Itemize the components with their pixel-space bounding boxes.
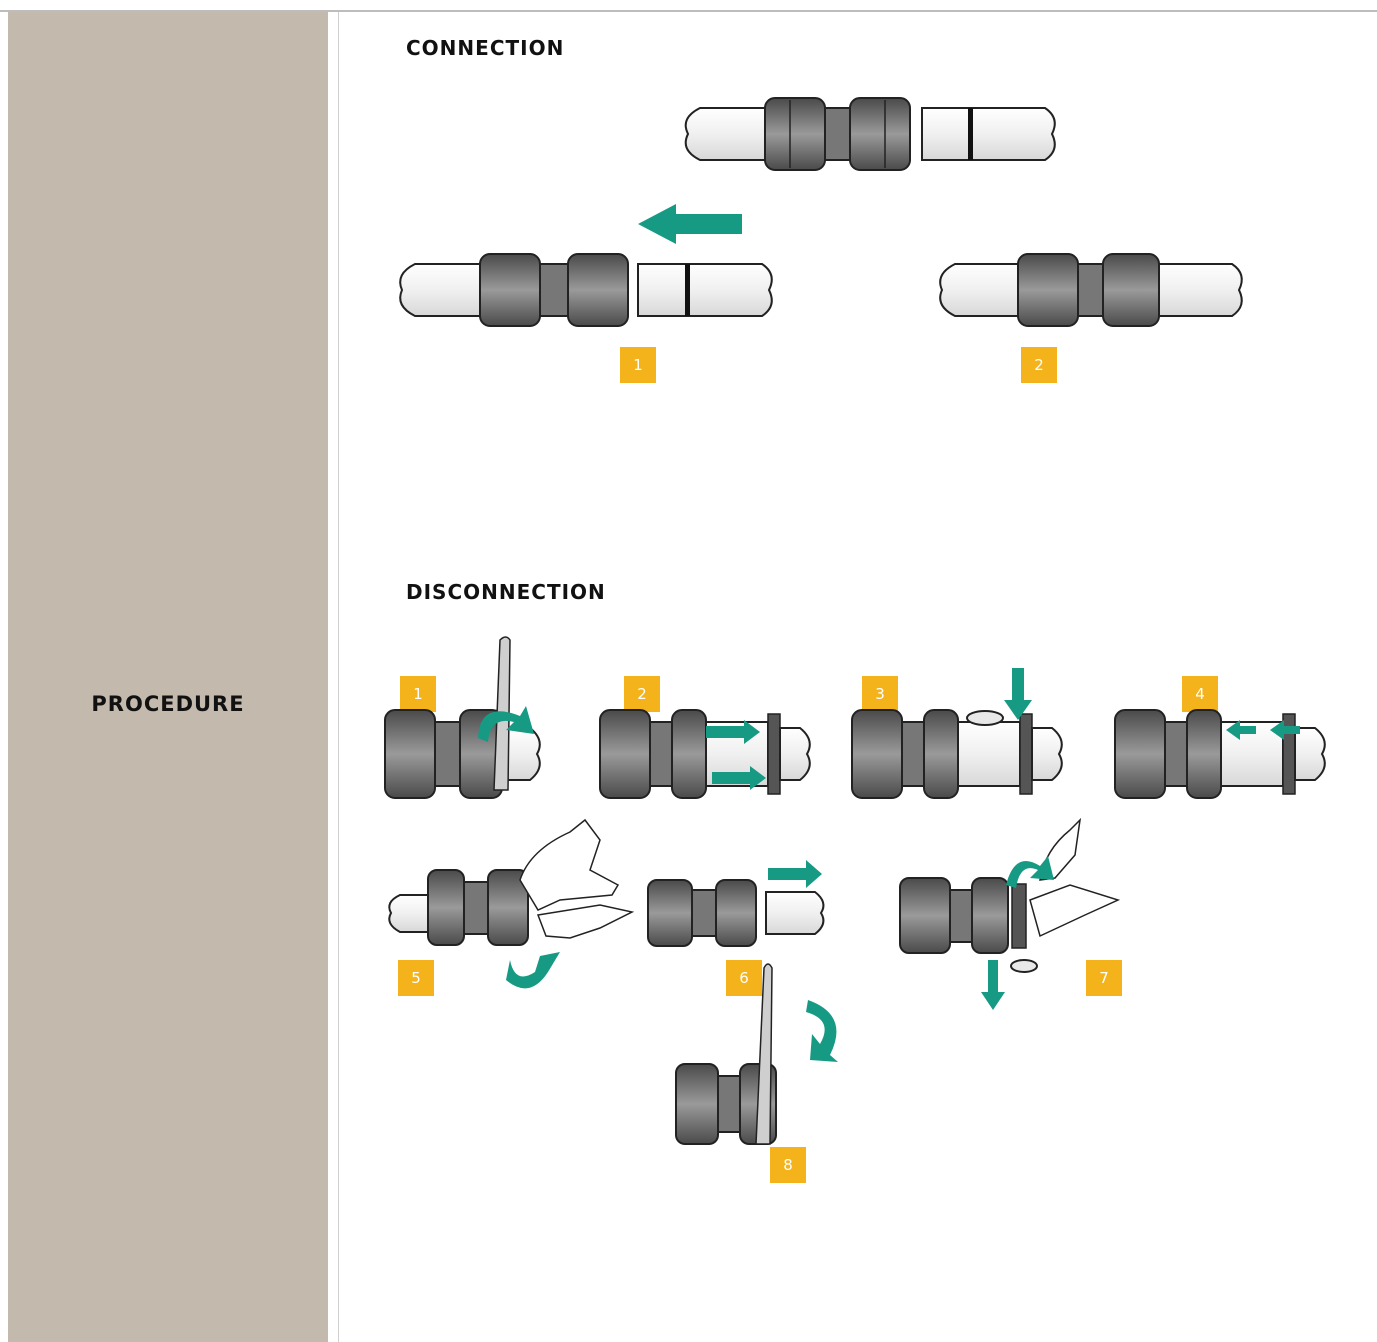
disconnection-step-8-illustration	[675, 963, 838, 1145]
disconnection-step-4-illustration	[1114, 709, 1326, 799]
connection-step-2-illustration	[939, 253, 1243, 327]
procedure-label: PROCEDURE	[91, 692, 245, 716]
disconnection-step-1-illustration	[384, 636, 541, 799]
connection-step-2-badge: 2	[1021, 347, 1057, 383]
disconnection-step-1-badge: 1	[400, 676, 436, 712]
connection-overview	[684, 97, 1056, 171]
disconnection-step-5-illustration	[388, 818, 635, 989]
disconnection-step-4-badge: 4	[1182, 676, 1218, 712]
disconnection-step-8-badge: 8	[770, 1147, 806, 1183]
disconnection-heading: DISCONNECTION	[406, 580, 606, 604]
connection-step-1-illustration	[399, 253, 773, 327]
sidebar-panel: PROCEDURE	[8, 12, 328, 1342]
fitting	[764, 97, 911, 171]
arrow-left	[638, 204, 742, 244]
disconnection-step-6-badge: 6	[726, 960, 762, 996]
disconnection-step-6-illustration	[647, 860, 825, 947]
column-divider	[338, 12, 339, 1342]
top-divider	[0, 10, 1377, 12]
connection-heading: CONNECTION	[406, 36, 565, 60]
disconnection-step-5-badge: 5	[398, 960, 434, 996]
disconnection-step-7-badge: 7	[1086, 960, 1122, 996]
disconnection-step-3-badge: 3	[862, 676, 898, 712]
disconnection-step-2-illustration	[599, 709, 811, 799]
disconnection-step-3-illustration	[851, 668, 1063, 799]
connection-step-1-badge: 1	[620, 347, 656, 383]
disconnection-step-7-illustration	[899, 817, 1121, 1010]
disconnection-step-2-badge: 2	[624, 676, 660, 712]
